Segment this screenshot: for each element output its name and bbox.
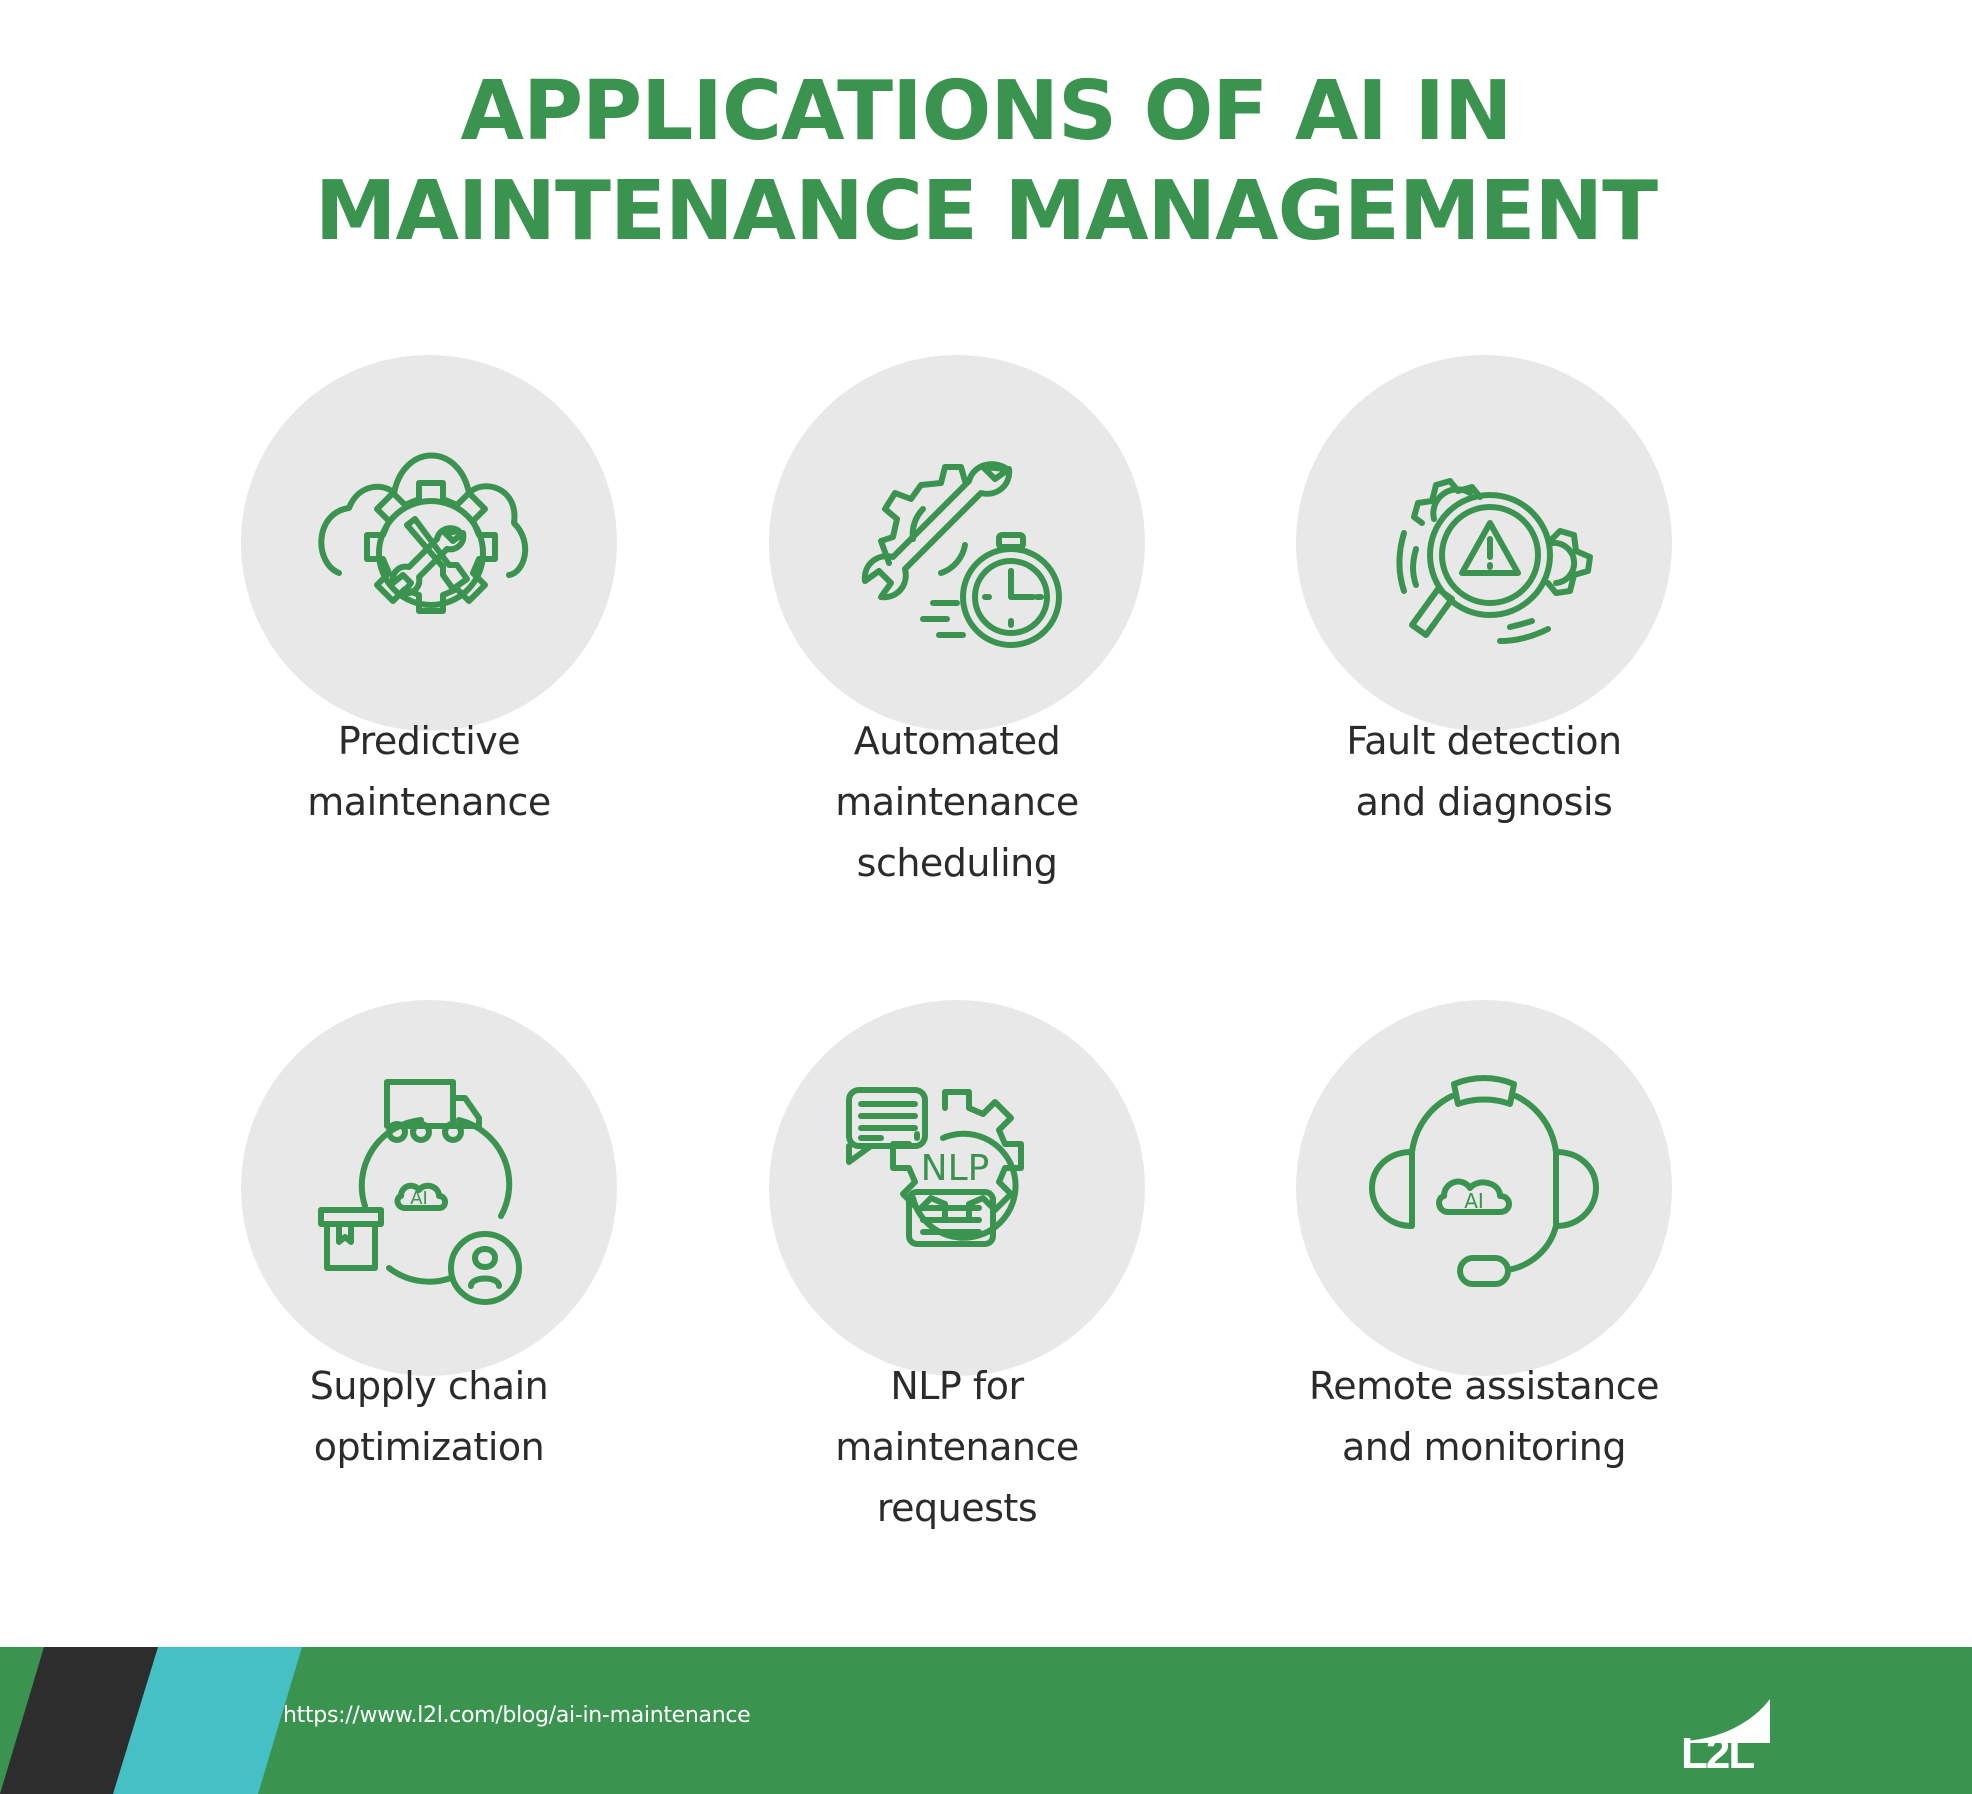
icon-circle: AI xyxy=(1296,1000,1672,1376)
svg-text:NLP: NLP xyxy=(921,1148,990,1189)
application-card-fault-detection: Fault detection and diagnosis xyxy=(1296,355,1672,824)
footer-banner: https://www.l2l.com/blog/ai-in-maintenan… xyxy=(0,1647,1972,1794)
ai-headset-icon: AI xyxy=(1369,1075,1599,1287)
icon-circle xyxy=(241,355,617,731)
application-label: Remote assistance and monitoring xyxy=(1309,1364,1659,1469)
icon-circle xyxy=(769,355,1145,731)
icon-circle xyxy=(1296,355,1672,731)
source-url-link[interactable]: https://www.l2l.com/blog/ai-in-maintenan… xyxy=(283,1703,751,1728)
svg-text:AI: AI xyxy=(410,1188,428,1209)
application-label: Automated maintenance scheduling xyxy=(835,719,1079,885)
application-label: Supply chain optimization xyxy=(309,1364,549,1469)
application-card-automated-scheduling: Automated maintenance scheduling xyxy=(769,355,1145,885)
title-line-1: APPLICATIONS OF AI IN xyxy=(460,64,1512,159)
icon-circle: AI xyxy=(241,1000,617,1376)
title-line-2: MAINTENANCE MANAGEMENT xyxy=(314,164,1658,259)
application-card-nlp: NLP NLP for maintenance requests xyxy=(769,1000,1145,1530)
application-label: NLP for maintenance requests xyxy=(835,1364,1079,1530)
application-card-supply-chain: AI Supply chain optimization xyxy=(241,1000,617,1469)
nlp-gear-chat-icon: NLP xyxy=(846,1087,1024,1247)
supply-chain-ai-icon: AI xyxy=(318,1079,522,1305)
l2l-logo-text: L2L xyxy=(1681,1729,1755,1778)
cloud-gear-tools-icon xyxy=(318,452,529,614)
icon-circle: NLP xyxy=(769,1000,1145,1376)
application-label: Fault detection and diagnosis xyxy=(1346,719,1622,824)
page-title: APPLICATIONS OF AI IN MAINTENANCE MANAGE… xyxy=(0,62,1972,262)
magnifier-warning-gears-icon xyxy=(1396,478,1593,644)
wrench-gear-stopwatch-icon xyxy=(861,461,1062,648)
application-card-remote-assistance: AI Remote assistance and monitoring xyxy=(1296,1000,1672,1469)
svg-text:AI: AI xyxy=(1464,1189,1484,1213)
l2l-logo-curve-icon xyxy=(1684,1699,1770,1743)
application-card-predictive-maintenance: Predictive maintenance xyxy=(241,355,617,824)
application-label: Predictive maintenance xyxy=(307,719,551,824)
